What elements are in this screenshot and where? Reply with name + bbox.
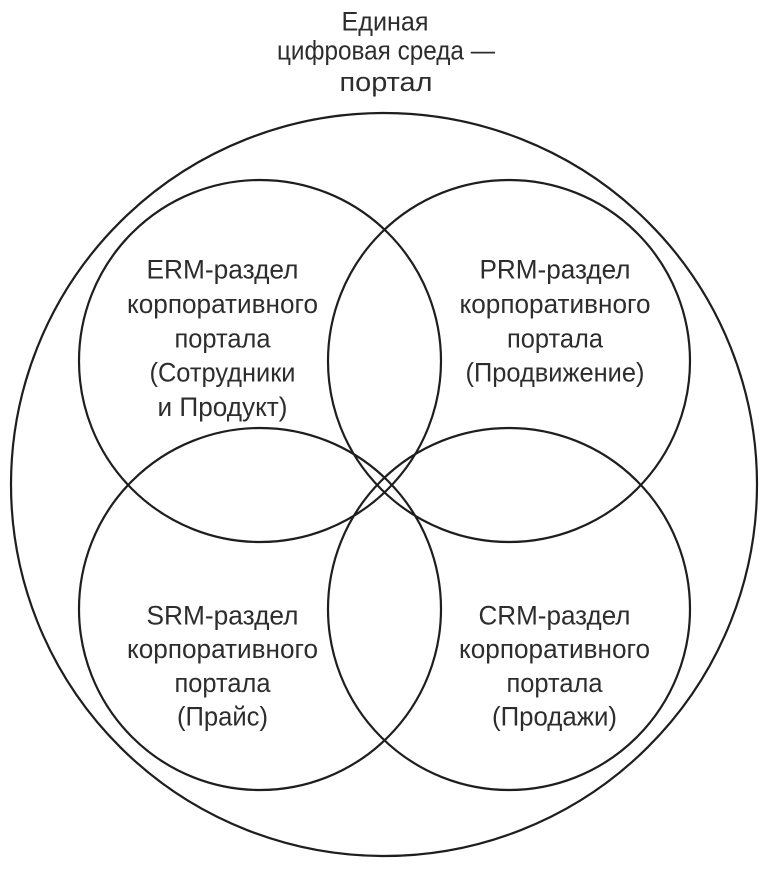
- svg-text:портала: портала: [175, 323, 272, 353]
- svg-text:портала: портала: [507, 668, 604, 698]
- svg-text:и Продукт): и Продукт): [158, 392, 288, 422]
- svg-text:(Продвижение): (Продвижение): [466, 358, 645, 388]
- svg-text:корпоративного: корпоративного: [460, 289, 651, 319]
- svg-text:PRM-раздел: PRM-раздел: [480, 255, 631, 285]
- svg-text:(Продажи): (Продажи): [492, 702, 617, 732]
- svg-text:Единая: Единая: [342, 7, 429, 37]
- svg-text:ERM-раздел: ERM-раздел: [147, 255, 299, 285]
- svg-text:корпоративного: корпоративного: [459, 634, 650, 664]
- svg-text:портал: портал: [340, 67, 433, 97]
- svg-text:цифровая среда —: цифровая среда —: [277, 36, 495, 66]
- svg-text:корпоративного: корпоративного: [127, 634, 318, 664]
- svg-text:SRM-раздел: SRM-раздел: [147, 601, 299, 631]
- svg-text:портала: портала: [175, 668, 272, 698]
- svg-text:(Прайс): (Прайс): [177, 702, 268, 732]
- svg-text:корпоративного: корпоративного: [127, 289, 318, 319]
- svg-text:CRM-раздел: CRM-раздел: [479, 601, 631, 631]
- svg-text:портала: портала: [507, 323, 604, 353]
- svg-text:(Сотрудники: (Сотрудники: [150, 358, 296, 388]
